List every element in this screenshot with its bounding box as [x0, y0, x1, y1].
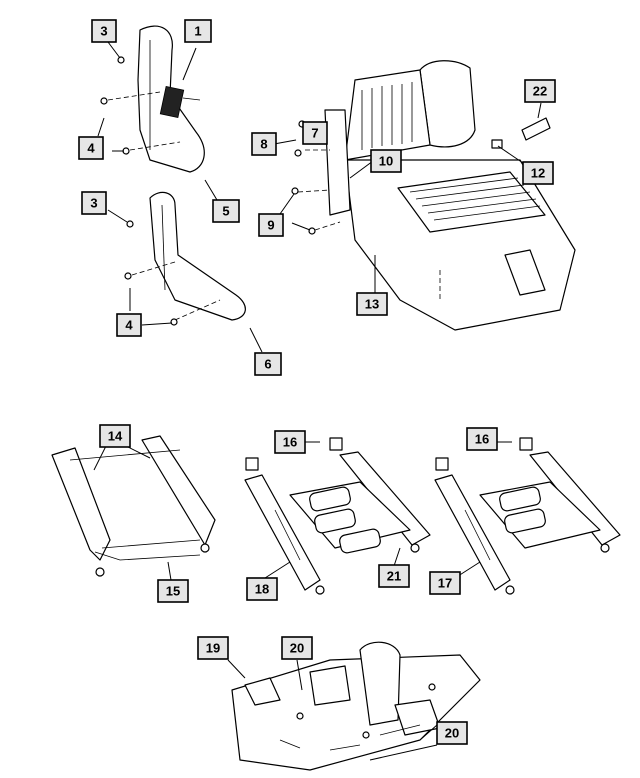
callout-20-upper: 20	[281, 636, 313, 660]
callout-3-lower: 3	[81, 191, 107, 215]
callout-18: 18	[246, 577, 278, 601]
callout-14: 14	[99, 424, 131, 448]
callout-label: 4	[87, 141, 95, 156]
callout-21: 21	[378, 564, 410, 588]
callout-22: 22	[524, 79, 556, 103]
callout-label: 3	[100, 24, 107, 39]
callout-5: 5	[212, 199, 240, 223]
callout-label: 12	[531, 166, 545, 181]
power-seat-track-right-illustration	[434, 437, 621, 595]
seat-assembly-illustration	[291, 60, 576, 331]
callout-6: 6	[254, 352, 282, 376]
callout-19: 19	[197, 636, 229, 660]
callout-1: 1	[184, 19, 212, 43]
callout-20-lower: 20	[436, 721, 468, 745]
callout-label: 20	[290, 641, 304, 656]
callout-label: 13	[365, 297, 379, 312]
callout-15: 15	[157, 579, 189, 603]
callout-12: 12	[522, 161, 554, 185]
callout-label: 1	[194, 24, 201, 39]
callout-label: 21	[387, 569, 401, 584]
callout-label: 14	[108, 429, 123, 444]
callout-label: 15	[166, 584, 180, 599]
callout-label: 4	[125, 318, 133, 333]
callout-label: 20	[445, 726, 459, 741]
callout-9: 9	[258, 213, 284, 237]
lower-seat-shield-illustration	[124, 191, 246, 326]
callout-17: 17	[429, 571, 461, 595]
callout-8: 8	[251, 132, 277, 156]
callout-label: 6	[264, 357, 271, 372]
seat-mounting-floor-illustration	[231, 641, 481, 771]
power-seat-track-left-illustration	[244, 437, 431, 595]
callout-label: 8	[260, 137, 267, 152]
callout-label: 3	[90, 196, 97, 211]
callout-3-upper: 3	[91, 19, 117, 43]
callout-label: 17	[438, 576, 452, 591]
callout-13: 13	[356, 292, 388, 316]
callout-label: 16	[475, 432, 489, 447]
callout-label: 10	[379, 154, 393, 169]
callout-4-lower: 4	[116, 313, 142, 337]
callout-label: 16	[283, 435, 297, 450]
callout-16-right: 16	[466, 427, 498, 451]
callout-label: 5	[222, 204, 229, 219]
callout-label: 9	[267, 218, 274, 233]
manual-seat-track-illustration	[51, 435, 216, 577]
callout-16-center: 16	[274, 430, 306, 454]
callout-label: 7	[311, 126, 318, 141]
callout-10: 10	[370, 149, 402, 173]
callout-label: 22	[533, 84, 547, 99]
callout-label: 19	[206, 641, 220, 656]
leader-lines	[93, 41, 542, 761]
callout-7: 7	[302, 121, 328, 145]
callout-4-upper: 4	[78, 136, 104, 160]
upper-seat-shield-illustration	[100, 25, 205, 173]
callout-label: 18	[255, 582, 269, 597]
